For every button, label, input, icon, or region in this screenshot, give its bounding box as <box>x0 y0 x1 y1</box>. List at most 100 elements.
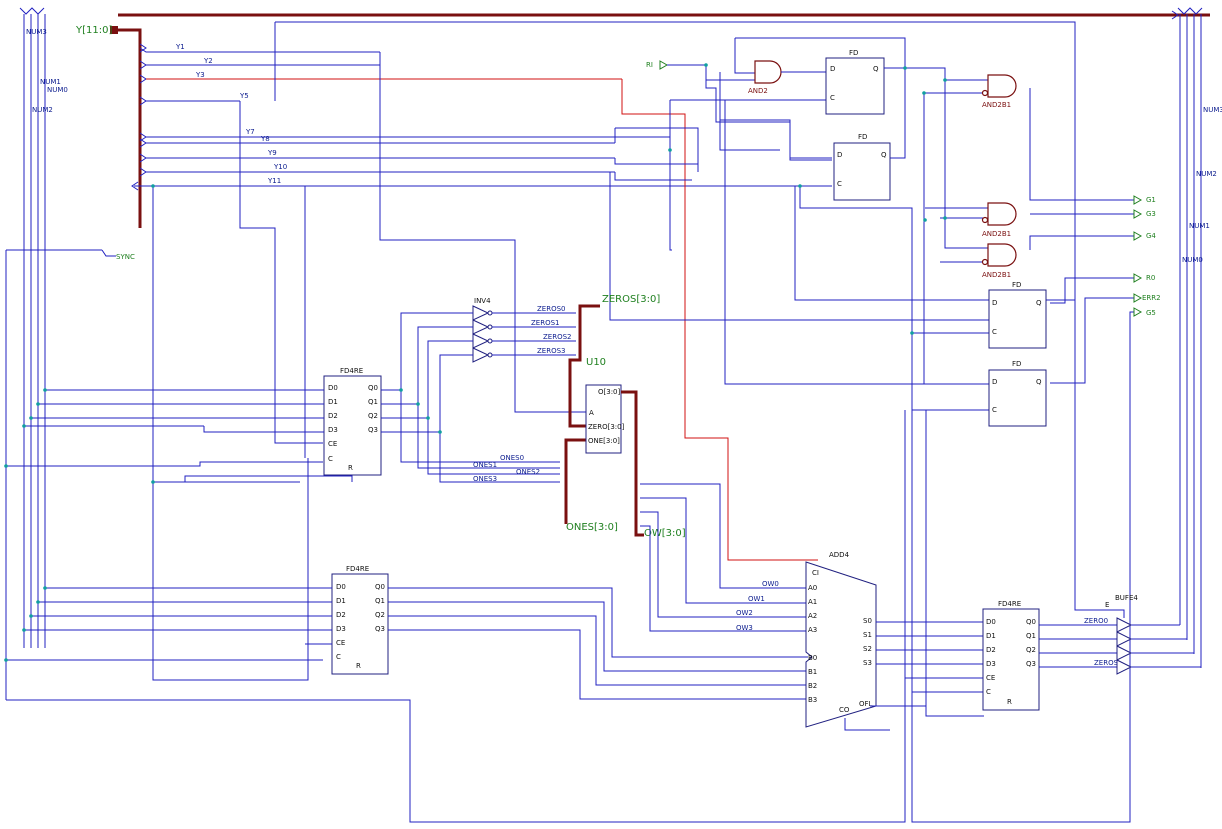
svg-text:D0: D0 <box>328 384 338 392</box>
fd-right-1-label: FD <box>1012 281 1021 289</box>
fd-top <box>825 57 885 115</box>
y3-red-route <box>621 79 818 561</box>
fd-top-c: C <box>830 94 835 102</box>
svg-text:CE: CE <box>986 674 995 682</box>
svg-text:C: C <box>986 688 991 696</box>
svg-text:D1: D1 <box>336 597 346 605</box>
svg-text:D2: D2 <box>328 412 338 420</box>
fd-second-label: FD <box>858 133 867 141</box>
junction-dots <box>4 63 947 662</box>
inv4-gates <box>472 305 493 363</box>
fd4re-bottom-label: FD4RE <box>346 565 369 573</box>
y-label-10: Y10 <box>273 163 287 171</box>
y-label-1: Y1 <box>175 43 185 51</box>
fd-right-2-q: Q <box>1036 378 1042 386</box>
ri-wire-2 <box>705 65 832 159</box>
u10-one: ONE[3:0] <box>588 437 620 445</box>
num-right-label-1: NUM2 <box>1196 170 1217 178</box>
zeros-label-3: ZEROS3 <box>537 347 566 355</box>
bus-arrows-right <box>1171 7 1203 20</box>
fd4re-top-wires <box>24 389 440 433</box>
svg-text:CE: CE <box>336 639 345 647</box>
y-taps <box>131 43 800 191</box>
out-label-r0: R0 <box>1146 274 1155 282</box>
fd4re-top-pins: D0 D1 D2 D3 CE C R Q0 Q1 Q2 Q3 <box>328 384 378 472</box>
out-label-g5: G5 <box>1146 309 1156 317</box>
y-label-9: Y9 <box>267 149 277 157</box>
num-label-0: NUM3 <box>26 28 47 36</box>
fd-right-2 <box>988 369 1047 427</box>
zero0-label: ZERO0 <box>1084 617 1108 625</box>
u10-zero: ZERO[3:0] <box>588 423 625 431</box>
svg-text:B1: B1 <box>808 668 817 676</box>
ones-label-2: ONES2 <box>516 468 540 476</box>
zeros-label-2: ZEROS2 <box>543 333 572 341</box>
svg-text:A1: A1 <box>808 598 817 606</box>
and2b1-gate-3: AND2B1 <box>981 243 1017 279</box>
out-label-err2: ERR2 <box>1142 294 1161 302</box>
fd-top-q: Q <box>873 65 879 73</box>
svg-text:S3: S3 <box>863 659 872 667</box>
svg-text:D2: D2 <box>336 611 346 619</box>
svg-text:D2: D2 <box>986 646 996 654</box>
fd4re-right-label: FD4RE <box>998 600 1021 608</box>
ow-bus <box>621 390 644 537</box>
fd-right-1-c: C <box>992 328 997 336</box>
ri-port <box>659 60 669 70</box>
fd4re-bottom-wires <box>24 587 808 700</box>
svg-text:Q3: Q3 <box>375 625 385 633</box>
svg-text:CO: CO <box>839 706 850 714</box>
ow-label-2: OW2 <box>736 609 753 617</box>
svg-text:Q2: Q2 <box>1026 646 1036 654</box>
fd4re-right-wires <box>1039 624 1117 668</box>
svg-text:B2: B2 <box>808 682 817 690</box>
num-right-wires <box>1179 14 1202 668</box>
svg-text:CI: CI <box>812 569 819 577</box>
ri-label: RI <box>646 61 653 69</box>
fd-right-2-d: D <box>992 378 997 386</box>
u10-block <box>585 384 622 454</box>
zeros-bus-label: ZEROS[3:0] <box>602 294 660 305</box>
y-label-8: Y8 <box>260 135 270 143</box>
zeros-out-label: ZEROS <box>1094 659 1119 667</box>
out-label-g3: G3 <box>1146 210 1156 218</box>
ow-label-0: OW0 <box>762 580 779 588</box>
y-label-5: Y5 <box>239 92 249 100</box>
num-right-label-0: NUM3 <box>1203 106 1222 114</box>
svg-text:R: R <box>356 662 361 670</box>
ow-label-1: OW1 <box>748 595 765 603</box>
fd-right-1-d: D <box>992 299 997 307</box>
svg-text:B0: B0 <box>808 654 817 662</box>
out-label-g4: G4 <box>1146 232 1156 240</box>
u10-a: A <box>589 409 594 417</box>
num-label-1: NUM1 <box>40 78 61 86</box>
svg-text:A0: A0 <box>808 584 817 592</box>
bufe4-label: BUFE4 <box>1115 594 1138 602</box>
output-ports <box>1133 195 1143 317</box>
fd4re-right <box>982 608 1040 711</box>
svg-text:S1: S1 <box>863 631 872 639</box>
and2b1-gate-1: AND2B1 <box>981 74 1017 109</box>
y-bus-port <box>110 26 118 34</box>
ones-wires <box>400 390 560 483</box>
sync-port <box>101 249 116 257</box>
and2-gate <box>754 60 782 84</box>
svg-text:R: R <box>348 464 353 472</box>
svg-text:Q0: Q0 <box>375 583 385 591</box>
fd-second-c: C <box>837 180 842 188</box>
svg-text:D0: D0 <box>986 618 996 626</box>
ow-wires <box>640 483 808 632</box>
y-label-2: Y2 <box>203 57 213 65</box>
svg-text:Q3: Q3 <box>1026 660 1036 668</box>
ones-label-0: ONES0 <box>500 454 524 462</box>
svg-text:S2: S2 <box>863 645 872 653</box>
svg-text:D1: D1 <box>328 398 338 406</box>
y-label-3: Y3 <box>195 71 205 79</box>
fd4re-bottom-pins: D0 D1 D2 D3 CE C R Q0 Q1 Q2 Q3 <box>336 583 385 670</box>
ow-label-3: OW3 <box>736 624 753 632</box>
svg-text:A3: A3 <box>808 626 817 634</box>
fd-right-1 <box>988 289 1047 349</box>
fd-second-d: D <box>837 151 842 159</box>
fd4re-bottom <box>331 573 389 675</box>
